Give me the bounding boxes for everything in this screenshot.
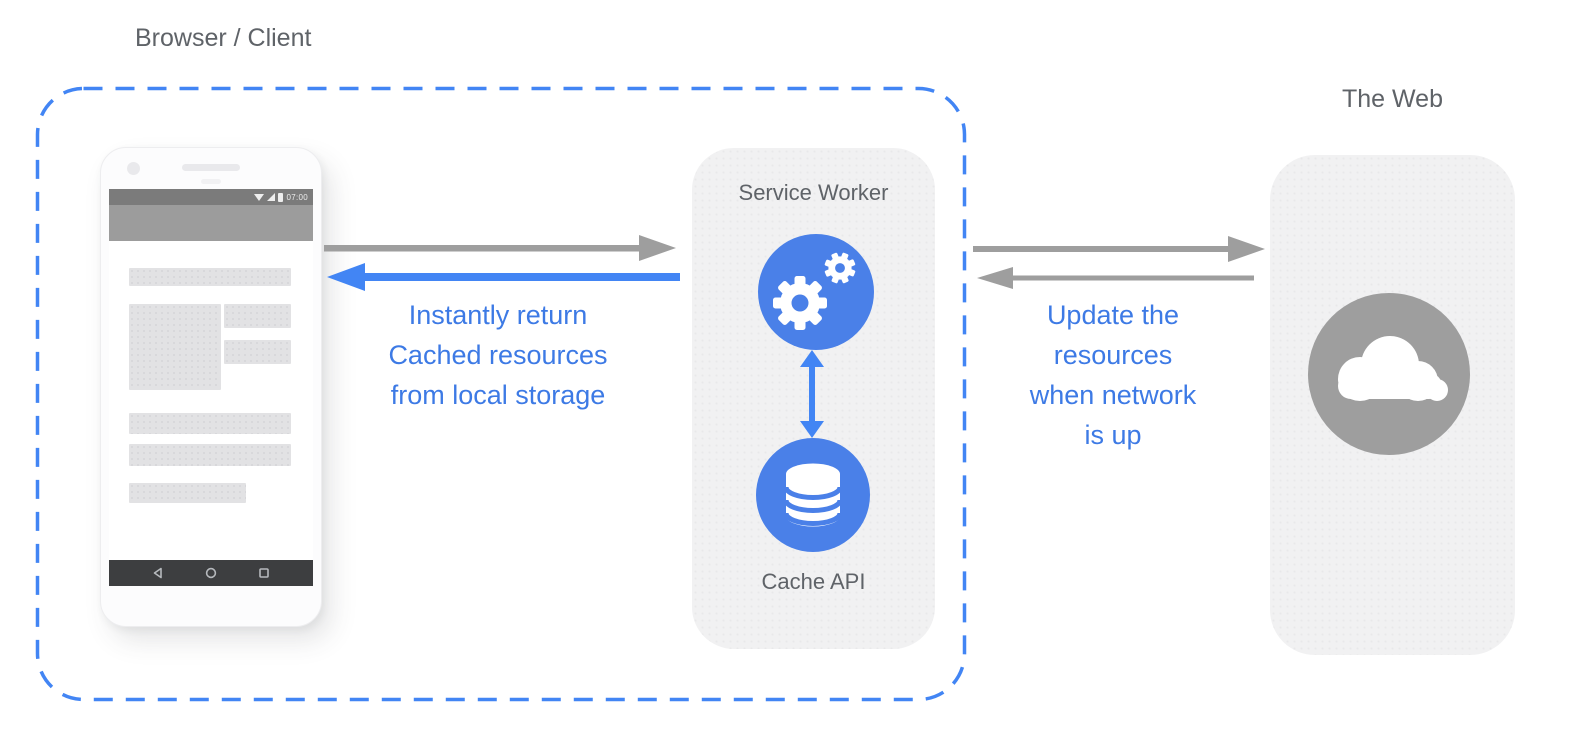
battery-icon <box>278 192 284 202</box>
service-worker-title: Service Worker <box>738 180 889 205</box>
back-icon <box>153 567 162 579</box>
network-update-caption: Update the resources when network is up <box>988 295 1238 455</box>
wireframe-block <box>129 444 291 466</box>
cloud-icon <box>1338 336 1448 401</box>
caption-line: Update the <box>1046 300 1180 330</box>
phone-speaker <box>182 164 240 171</box>
caption-line: Cached resources <box>388 340 608 370</box>
wireframe-block <box>224 304 291 328</box>
web-badge <box>1308 293 1470 455</box>
phone-screen: 07:00 <box>109 189 313 586</box>
caption-line: is up <box>1084 420 1142 450</box>
caption-line: from local storage <box>390 380 606 410</box>
phone-sensor <box>201 179 221 184</box>
cache-api-label: Cache API <box>761 569 866 594</box>
database-icon <box>783 463 843 527</box>
phone-app-bar <box>109 205 313 241</box>
network-response-arrow <box>977 267 1254 289</box>
caption-line: resources <box>1053 340 1173 370</box>
signal-icon <box>267 193 276 201</box>
gears-icon <box>773 252 856 330</box>
wireframe-block <box>129 413 291 434</box>
web-title: The Web <box>1342 85 1443 113</box>
service-worker-badge <box>758 234 874 350</box>
phone-status-bar: 07:00 <box>109 189 313 205</box>
wireframe-block <box>224 340 291 364</box>
recents-icon <box>259 568 269 578</box>
wireframe-block <box>129 483 246 503</box>
worker-cache-arrow <box>800 350 824 438</box>
home-icon <box>205 567 217 579</box>
service-worker-panel: Service Worker <box>692 148 935 649</box>
cached-response-arrow <box>327 263 680 291</box>
request-arrow <box>324 235 676 261</box>
wireframe-block <box>129 304 221 390</box>
phone-nav-bar <box>109 560 313 586</box>
cached-response-caption: Instantly return Cached resources from l… <box>360 295 636 415</box>
caption-line: Instantly return <box>408 300 588 330</box>
phone-mockup: 07:00 <box>100 147 322 627</box>
browser-client-title: Browser / Client <box>135 24 312 52</box>
web-panel <box>1270 155 1515 655</box>
network-request-arrow <box>973 236 1265 262</box>
wireframe-block <box>129 268 291 286</box>
status-time: 07:00 <box>286 192 308 202</box>
caption-line: when network <box>1029 380 1197 410</box>
cache-badge <box>756 438 870 552</box>
phone-camera <box>127 162 140 175</box>
browser-client-boundary <box>35 86 967 702</box>
wifi-icon <box>254 193 265 201</box>
